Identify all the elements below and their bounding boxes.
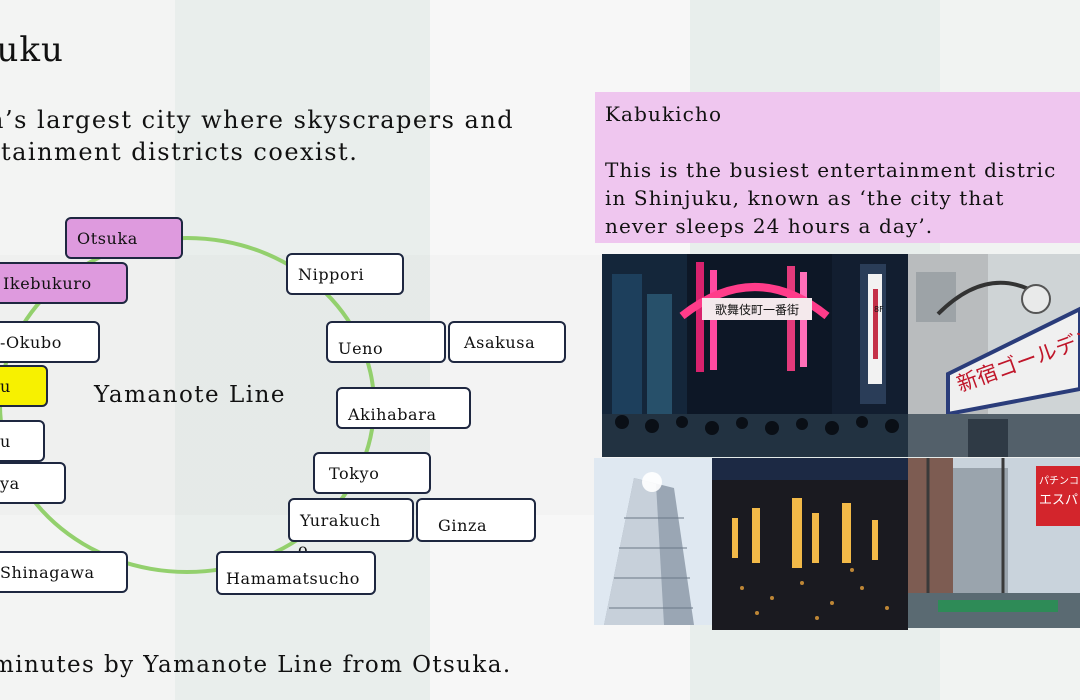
slide-footer: minutes by Yamanote Line from Otsuka. [0,652,512,678]
station-shinjuku[interactable]: u [0,365,48,407]
station-yoyogi[interactable]: u [0,420,45,462]
golden-gai-photo: 新宿ゴールデン [908,254,1080,457]
info-heading: Kabukicho [605,102,723,126]
station-label: -Okubo [0,332,62,352]
station-hamamatsucho[interactable]: Hamamatsucho [216,551,376,595]
subtitle-line: n’s largest city where skyscrapers and [0,106,515,134]
station-shin-okubo[interactable]: -Okubo [0,321,100,363]
station-otsuka[interactable]: Otsuka [65,217,183,259]
station-yurakucho[interactable]: Yurakuch [288,498,414,542]
night-city-aerial-photo [712,458,908,630]
info-line: never sleeps 24 hours a day’. [605,214,934,238]
station-nippori[interactable]: Nippori [286,253,404,295]
station-ueno[interactable]: Ueno [326,321,446,363]
side-sign-text: 8F [874,305,884,314]
kabukicho-info-box: Kabukicho This is the busiest entertainm… [595,92,1080,243]
station-label: ya [0,473,20,493]
billboard-text: エスパ [1039,493,1078,508]
station-label-overflow: o [298,540,308,559]
station-label: Nippori [298,264,365,284]
slide-title: njuku [0,30,64,70]
info-line: in Shinjuku, known as ‘the city that [605,186,1005,210]
slide-subtitle: n’s largest city where skyscrapers and r… [0,104,514,168]
gate-sign-text: 歌舞伎町一番街 [715,302,799,317]
station-label: Ginza [438,515,488,535]
station-label: Hamamatsucho [226,568,360,588]
station-shinagawa[interactable]: Shinagawa [0,551,128,593]
station-label: u [0,431,11,451]
station-label: Ueno [338,338,384,358]
station-label: u [0,376,11,396]
station-asakusa[interactable]: Asakusa [448,321,566,363]
station-label: Yurakuch [300,510,381,530]
station-shibuya[interactable]: ya [0,462,66,504]
info-body: This is the busiest entertainment distri… [605,156,1080,240]
info-line: This is the busiest entertainment distri… [605,158,1057,182]
station-tokyo[interactable]: Tokyo [313,452,431,494]
station-ginza[interactable]: Ginza [416,498,536,542]
station-label: Otsuka [77,228,138,248]
station-label: Asakusa [464,332,536,352]
station-label: Akihabara [348,404,437,424]
station-label: Ikebukuro [3,273,92,293]
station-label: Shinagawa [0,562,95,582]
billboard-top-text: パチンコ [1039,475,1079,487]
station-akihabara[interactable]: Akihabara [336,387,471,429]
station-label: Tokyo [329,463,380,483]
subtitle-line: rtainment districts coexist. [0,138,359,166]
station-ikebukuro[interactable]: Ikebukuro [0,262,128,304]
skyscraper-photo [594,458,712,625]
street-billboard-photo: パチンコ エスパ [908,458,1080,628]
kabukicho-night-photo: 歌舞伎町一番街 8F [602,254,908,457]
line-label: Yamanote Line [94,382,287,408]
